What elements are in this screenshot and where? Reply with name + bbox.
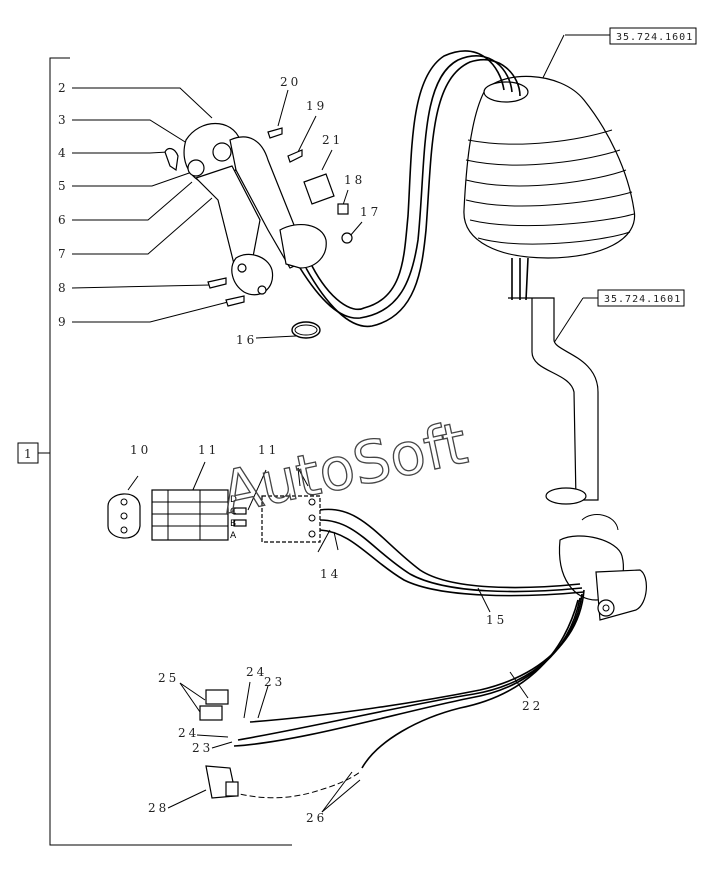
small-connectors [199, 689, 239, 799]
label-9: 9 [58, 315, 69, 329]
label-26: 26 [306, 811, 327, 825]
label-1: 1 [24, 447, 35, 461]
label-19: 19 [306, 99, 327, 113]
pin-a: A [230, 531, 237, 541]
pin-c: C [230, 507, 236, 517]
reference-boxes: 35.724.1601 35.724.1601 [597, 27, 697, 307]
label-24a: 24 [246, 665, 267, 679]
label-24b: 24 [178, 726, 199, 740]
rubber-boot [463, 75, 636, 259]
assembly-bracket [17, 57, 292, 846]
connector-assembly [107, 489, 321, 543]
label-7: 7 [58, 247, 69, 261]
label-28: 28 [148, 801, 169, 815]
label-14: 14 [320, 567, 341, 581]
label-22: 22 [522, 699, 543, 713]
label-20: 20 [280, 75, 301, 89]
label-23a: 23 [264, 675, 285, 689]
label-2: 2 [58, 81, 69, 95]
wiring-harness [231, 50, 585, 799]
label-11b: 11 [258, 443, 279, 457]
label-23b: 23 [192, 741, 213, 755]
control-column [508, 297, 647, 621]
label-25: 25 [158, 671, 179, 685]
label-21: 21 [322, 133, 343, 147]
label-8: 8 [58, 281, 69, 295]
label-16: 16 [236, 333, 257, 347]
pin-d: D [230, 495, 237, 505]
label-18: 18 [344, 173, 365, 187]
label-17: 17 [360, 205, 381, 219]
label-15: 15 [486, 613, 507, 627]
label-10: 10 [130, 443, 151, 457]
label-4: 4 [58, 146, 69, 160]
label-3: 3 [58, 113, 69, 127]
pin-b: B [230, 519, 236, 529]
label-6: 6 [58, 213, 69, 227]
watermark: AutoSoft [215, 409, 473, 527]
pin-letters: D C B A [230, 495, 237, 541]
label-11: 11 [198, 443, 219, 457]
ref-mid: 35.724.1601 [604, 294, 681, 305]
ref-top: 35.724.1601 [616, 32, 693, 43]
joystick-handle [164, 122, 353, 339]
label-5: 5 [58, 179, 69, 193]
callout-labels: 1 2 3 4 5 6 7 8 9 10 11 11 14 15 16 17 1… [24, 75, 543, 825]
